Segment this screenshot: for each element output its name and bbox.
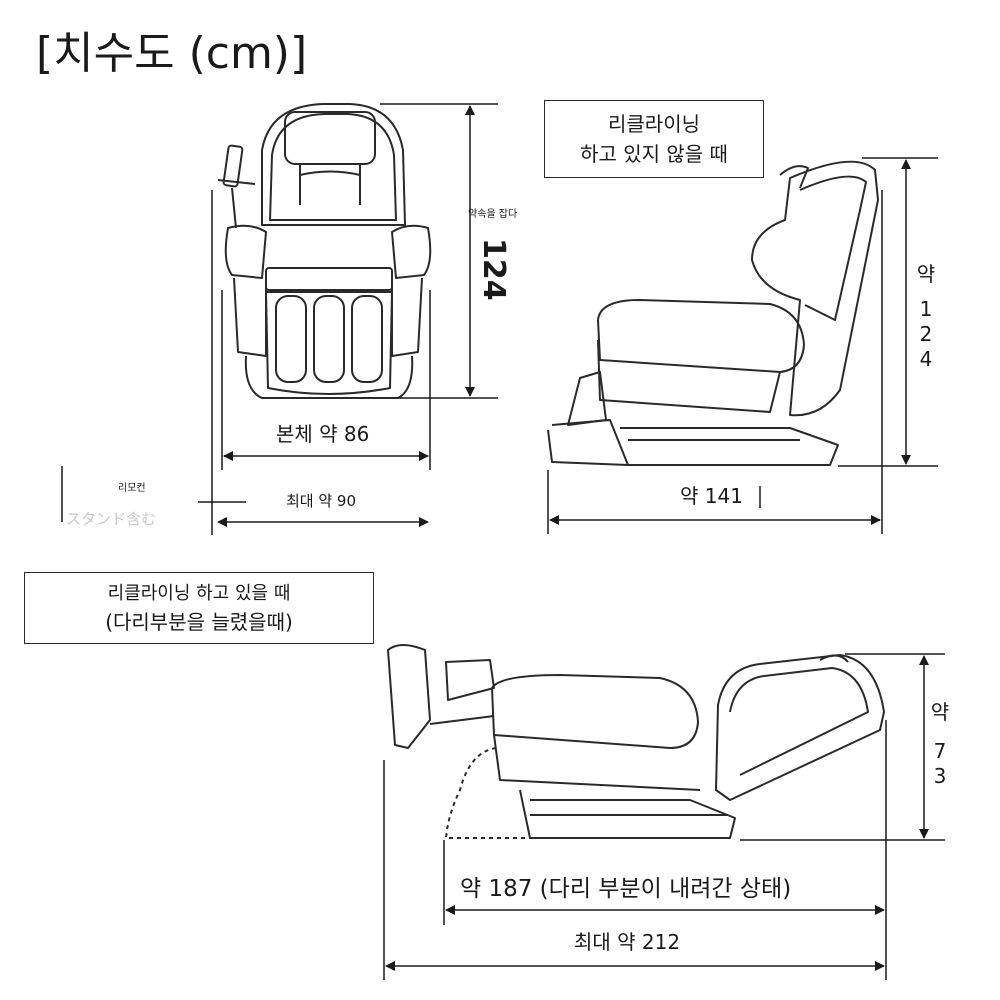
side-caption-line1: 리클라이닝	[608, 112, 700, 136]
side-view-caption: 리클라이닝 하고 있지 않을 때	[544, 100, 764, 178]
front-view-chair	[217, 103, 432, 399]
reclined-caption-line2: (다리부분을 늘렸을때)	[105, 609, 293, 634]
reclined-view-caption: 리클라이닝 하고 있을 때 (다리부분을 늘렸을때)	[24, 572, 374, 644]
reclined-height-digit: 3	[933, 764, 947, 788]
remote-note: スタンド含む	[66, 510, 157, 528]
reclined-height-label: 약 7 3	[928, 700, 952, 789]
front-height-label: 124	[476, 238, 511, 301]
side-depth-label: 약 141	[680, 484, 743, 508]
side-height-digit: 1	[919, 297, 933, 321]
front-body-width-label: 본체 약 86	[272, 424, 374, 444]
side-height-digit: 2	[919, 322, 933, 346]
reclined-max-length-label: 최대 약 212	[574, 930, 681, 954]
reclined-height-prefix: 약	[930, 700, 950, 724]
front-max-width-label: 최대 약 90	[282, 494, 361, 509]
page-title: [치수도 (cm)]	[36, 28, 308, 79]
front-height-note: 약속을 잡다	[468, 209, 518, 220]
reclined-caption-line1: 리클라이닝 하고 있을 때	[107, 582, 291, 604]
side-height-digit: 4	[919, 347, 933, 371]
side-height-label: 약 1 2 4	[914, 262, 938, 372]
side-height-prefix: 약	[916, 262, 936, 286]
reclined-view-chair	[387, 644, 885, 839]
side-view-chair	[547, 160, 879, 466]
side-caption-line2: 하고 있지 않을 때	[580, 142, 728, 166]
reclined-height-digit: 7	[933, 739, 947, 763]
remote-label: 리모컨	[118, 483, 146, 494]
reclined-length-label: 약 187 (다리 부분이 내려간 상태)	[456, 878, 796, 901]
dimension-lines	[61, 103, 945, 980]
